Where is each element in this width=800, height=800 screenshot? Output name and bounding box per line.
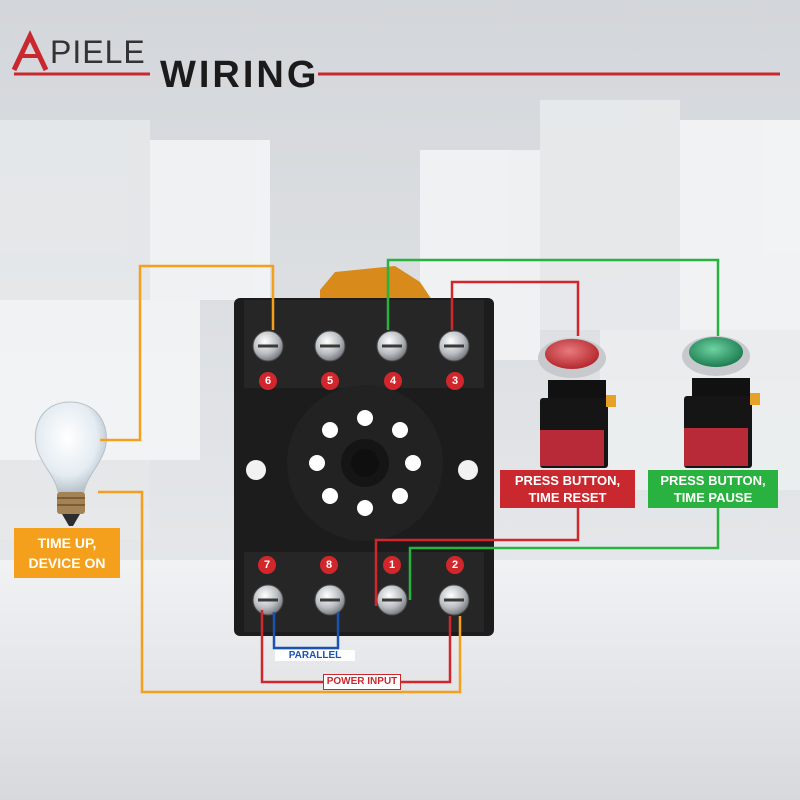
reset-callout-line1: PRESS BUTTON,	[514, 473, 621, 488]
wire-green	[386, 258, 720, 600]
reset-callout-line2: TIME RESET	[528, 490, 607, 505]
terminal-badge-2: 2	[446, 556, 464, 574]
brand-logo-mark	[11, 30, 49, 72]
brand-logo: PIELE	[14, 34, 146, 70]
pause-callout-line1: PRESS BUTTON,	[660, 473, 766, 488]
wire-orange	[98, 264, 462, 694]
terminal-badge-3: 3	[446, 372, 464, 390]
lamp-callout-line2: DEVICE ON	[28, 555, 106, 571]
relay-socket	[234, 266, 494, 636]
pause-callout: PRESS BUTTON, TIME PAUSE	[648, 470, 778, 508]
reset-callout: PRESS BUTTON, TIME RESET	[500, 470, 635, 508]
green-push-button	[682, 336, 760, 468]
brand-name: PIELE	[50, 34, 146, 70]
lamp-callout: TIME UP, DEVICE ON	[14, 528, 120, 578]
page-title: WIRING	[160, 54, 320, 96]
terminal-badge-1: 1	[383, 556, 401, 574]
terminal-badge-8: 8	[320, 556, 338, 574]
terminal-badge-6: 6	[259, 372, 277, 390]
power-input-label: POWER INPUT	[323, 674, 401, 690]
terminal-badge-5: 5	[321, 372, 339, 390]
terminal-badge-4: 4	[384, 372, 402, 390]
terminal-badge-7: 7	[258, 556, 276, 574]
lamp-callout-line1: TIME UP,	[37, 535, 97, 551]
lamp-icon	[34, 401, 107, 526]
pause-callout-line2: TIME PAUSE	[673, 490, 753, 505]
wire-blue	[272, 612, 340, 650]
parallel-label: PARALLEL	[275, 650, 355, 661]
red-push-button	[538, 338, 616, 468]
